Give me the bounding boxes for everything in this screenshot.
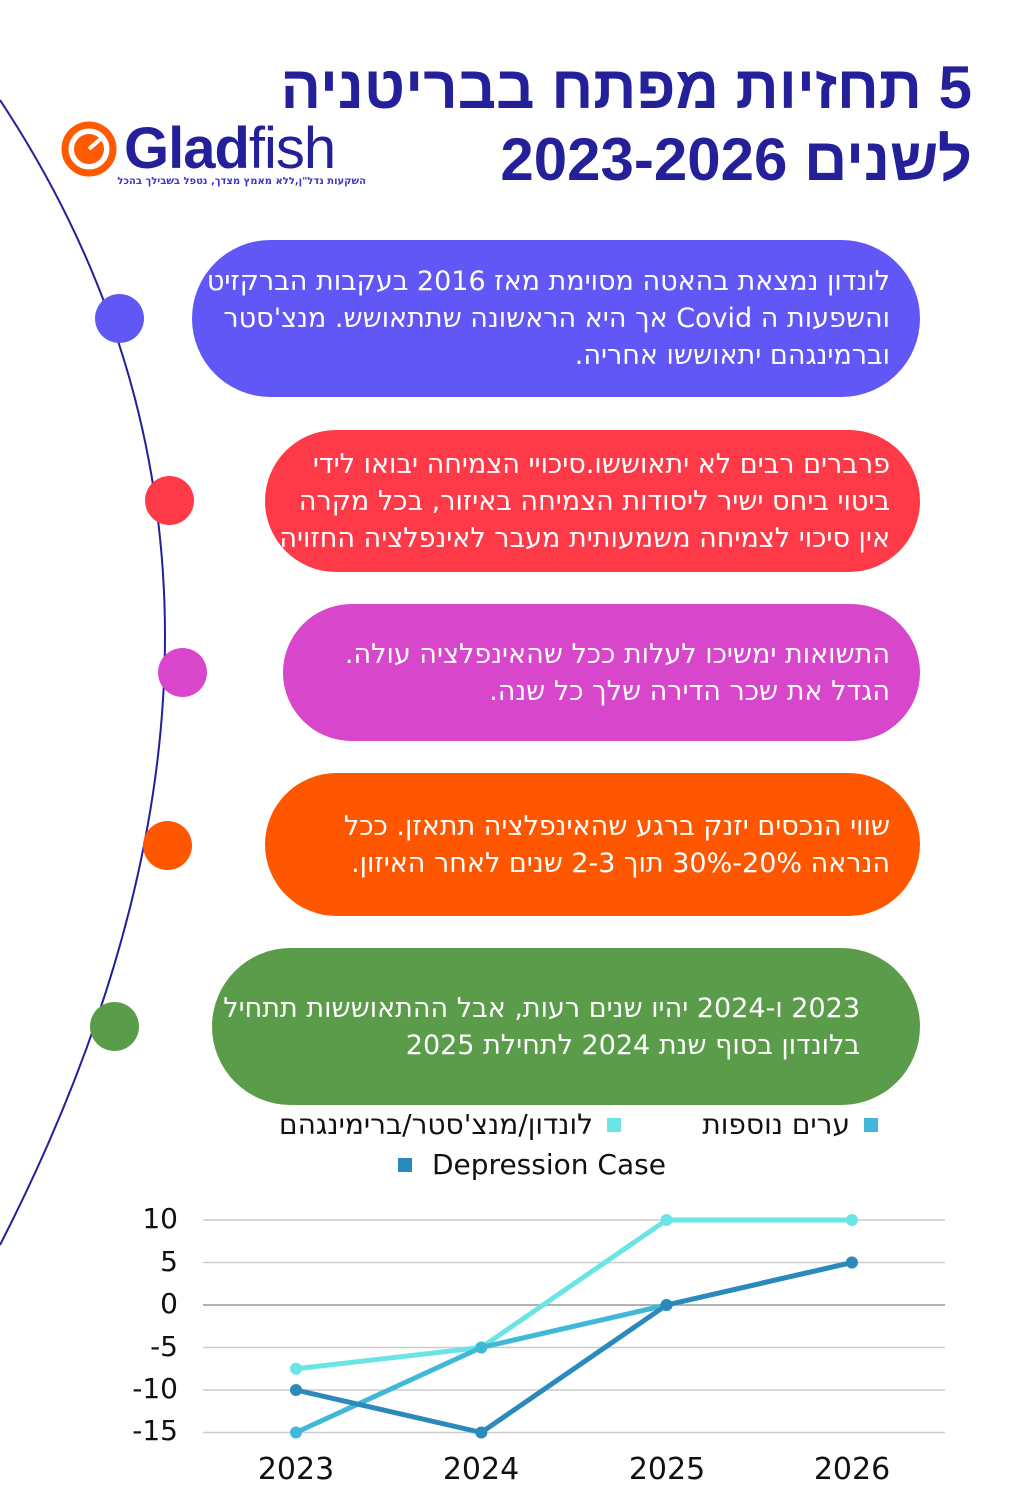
y-tick-label: -15 <box>132 1414 178 1447</box>
prediction-card-3: התשואות ימשיכו לעלות ככל שהאינפלציה עולה… <box>283 604 920 741</box>
data-point <box>290 1384 302 1396</box>
title-line-1: 5 תחזיות מפתח בבריטניה <box>280 54 973 121</box>
series-line-0 <box>295 1217 852 1372</box>
x-tick-label: 2023 <box>257 1452 335 1487</box>
x-tick-label: 2024 <box>442 1452 520 1487</box>
legend-item-depression: Depression Case <box>398 1148 666 1181</box>
page-title: 5 תחזיות מפתח בבריטניה לשנים 2023-2026 <box>281 52 973 196</box>
y-tick-label: -5 <box>150 1330 178 1363</box>
logo-word-light: fish <box>248 116 336 181</box>
legend-label: ערים נוספות <box>702 1108 850 1141</box>
data-point <box>475 1426 488 1439</box>
title-line-2: לשנים 2023-2026 <box>500 126 972 193</box>
data-point <box>845 1256 858 1269</box>
timeline-dot-3 <box>158 648 207 697</box>
prediction-text: התשואות ימשיכו לעלות ככל שהאינפלציה עולה… <box>344 638 890 707</box>
legend-label: Depression Case <box>432 1148 666 1181</box>
prediction-text: 2023 ו-2024 יהיו שנים רעות, אבל ההתאוששו… <box>223 992 860 1061</box>
data-point <box>290 1426 302 1439</box>
legend-swatch <box>398 1157 412 1172</box>
legend-label: לונדון/מנצ'סטר/ברימינגהם <box>279 1108 593 1141</box>
timeline-dot-1 <box>95 294 144 343</box>
x-tick-label: 2025 <box>628 1452 706 1487</box>
prediction-text: לונדון נמצאת בהאטה מסוימת מאז 2016 בעקבו… <box>206 266 890 371</box>
prediction-card-4: שווי הנכסים יזנק ברגע שהאינפלציה תתאזן. … <box>265 773 920 916</box>
prediction-card-2: פרברים רבים לא יתאוששו.סיכויי הצמיחה יבו… <box>265 430 920 572</box>
legend-swatch <box>864 1117 878 1132</box>
legend-swatch <box>607 1117 621 1132</box>
logo-tagline: השקעות נדל"ן,ללא מאמץ מצדך, נטפל בשבילך … <box>117 176 366 187</box>
prediction-card-5: 2023 ו-2024 יהיו שנים רעות, אבל ההתאוששו… <box>212 948 920 1105</box>
y-tick-label: 10 <box>142 1202 178 1235</box>
data-point <box>475 1341 488 1354</box>
prediction-card-1: לונדון נמצאת בהאטה מסוימת מאז 2016 בעקבו… <box>192 240 920 397</box>
data-point <box>290 1362 302 1375</box>
prediction-text: פרברים רבים לא יתאוששו.סיכויי הצמיחה יבו… <box>270 448 890 554</box>
data-point <box>660 1299 673 1311</box>
x-tick-label: 2026 <box>813 1452 891 1487</box>
legend-item-london: לונדון/מנצ'סטר/ברימינגהם <box>279 1108 621 1141</box>
data-point <box>845 1214 858 1226</box>
logo-icon <box>61 121 117 177</box>
timeline-dot-5 <box>90 1002 139 1051</box>
y-tick-label: 0 <box>160 1287 178 1320</box>
y-tick-label: 5 <box>160 1245 178 1278</box>
timeline-dot-4 <box>143 821 192 870</box>
legend-item-other-cities: ערים נוספות <box>702 1108 878 1141</box>
data-point <box>660 1214 673 1226</box>
timeline-dot-2 <box>145 476 194 525</box>
prediction-text: שווי הנכסים יזנק ברגע שהאינפלציה תתאזן. … <box>343 810 890 879</box>
logo-word-bold: Glad <box>124 116 250 181</box>
series-line-2 <box>295 1260 853 1435</box>
y-tick-label: -10 <box>132 1372 178 1405</box>
